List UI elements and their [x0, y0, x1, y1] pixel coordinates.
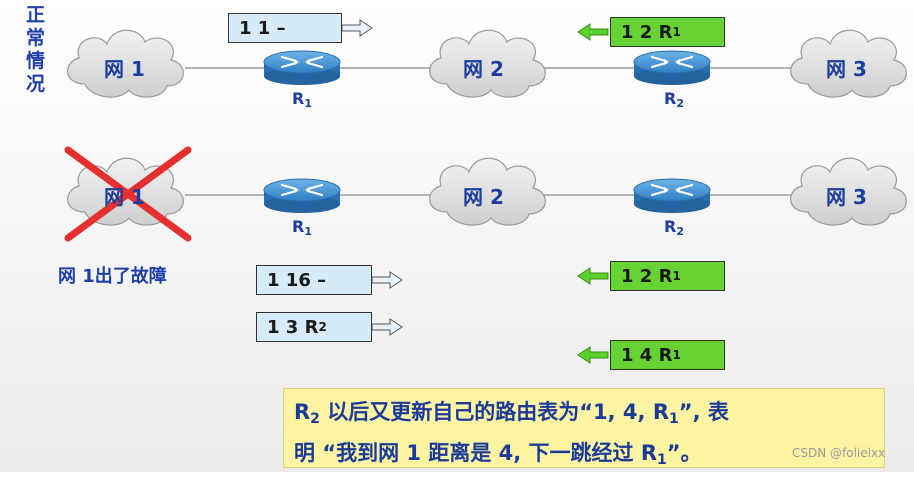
side-title: 正常情况	[26, 4, 46, 95]
net1-label-fault: 网 1	[104, 185, 145, 209]
net2-label-fault: 网 2	[463, 185, 504, 209]
router-r2-fault	[632, 177, 712, 215]
net2-label: 网 2	[463, 57, 504, 81]
arrow-right-icon	[341, 19, 373, 37]
arrow-right-icon	[371, 318, 403, 336]
fault-label: 网 1出了故障	[58, 266, 167, 287]
router-r2	[632, 49, 712, 87]
net3-label-fault: 网 3	[826, 185, 867, 209]
net1-label: 网 1	[104, 57, 145, 81]
router-r1	[262, 49, 342, 87]
router-r1-fault	[262, 177, 342, 215]
arrow-left-icon	[577, 267, 609, 285]
explanation-note: R2 以后又更新自己的路由表为“1, 4, R1”, 表 明 “我到网 1 距离…	[283, 388, 885, 468]
r1-route-update-16: 1 16 –	[256, 265, 372, 295]
net3-label: 网 3	[826, 57, 867, 81]
r1-route-update: 1 1 –	[228, 13, 342, 43]
watermark: CSDN @folielxx	[792, 446, 886, 460]
note-line-1: R2 以后又更新自己的路由表为“1, 4, R1”, 表	[294, 400, 729, 427]
arrow-right-icon	[371, 271, 403, 289]
router-r2-label-fault: R2	[664, 217, 684, 238]
fault-cross-icon	[64, 146, 192, 242]
router-r1-label: R1	[292, 89, 312, 110]
arrow-left-icon	[577, 23, 609, 41]
note-line-2: 明 “我到网 1 距离是 4, 下一跳经过 R1”。	[294, 441, 702, 468]
arrow-left-icon	[577, 346, 609, 364]
router-r1-label-fault: R1	[292, 217, 312, 238]
router-r2-label: R2	[664, 89, 684, 110]
